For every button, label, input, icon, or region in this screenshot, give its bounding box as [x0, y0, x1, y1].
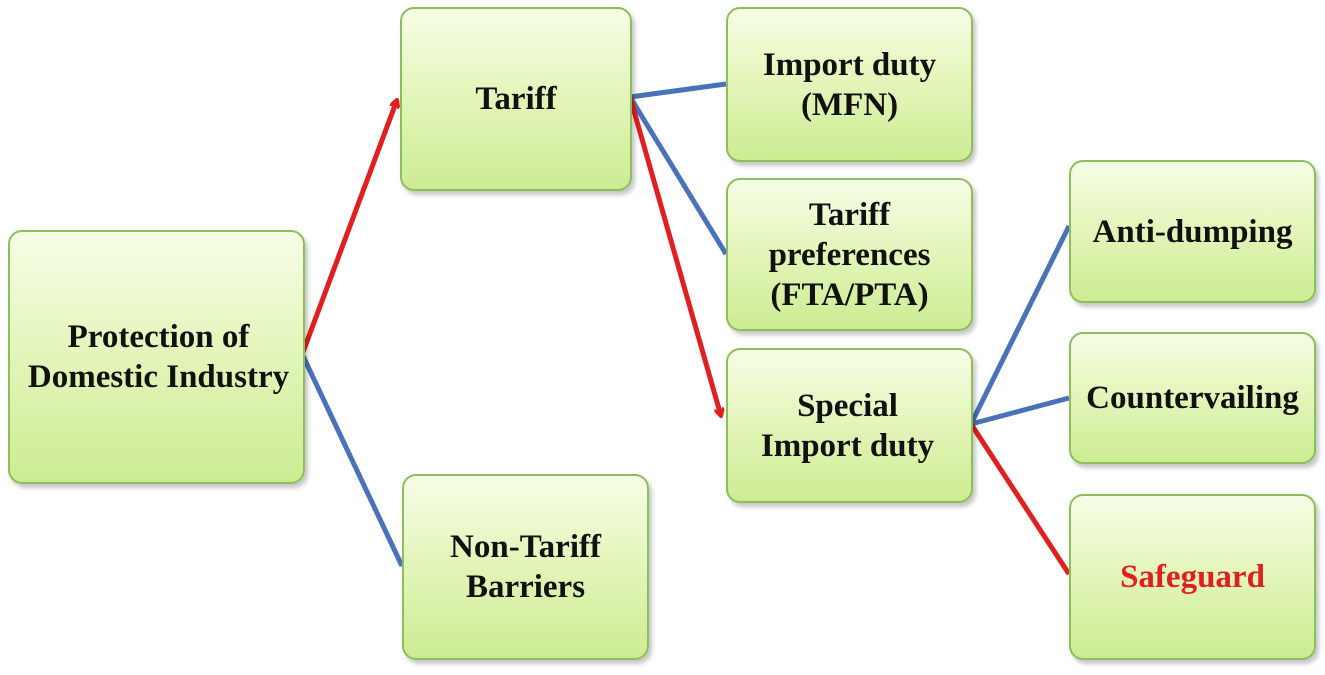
node-safeguard: Safeguard: [1069, 494, 1316, 660]
connector-root-to-tariff: [300, 100, 397, 353]
node-anti-dumping: Anti-dumping: [1069, 160, 1316, 303]
node-import-duty-mfn: Import duty (MFN): [726, 7, 973, 162]
node-label: Import duty (MFN): [762, 46, 937, 123]
node-tariff: Tariff: [400, 7, 632, 191]
node-label: Non-Tariff Barriers: [450, 529, 601, 605]
connector-tariff-to-special-duty: [627, 96, 721, 416]
connector-special-to-anti-dumping: [968, 224, 1072, 426]
node-label: Tariff: [475, 81, 557, 117]
connector-special-to-countervailing: [970, 395, 1070, 427]
node-label: Protection of Domestic Industry: [27, 319, 290, 395]
node-label: Tariff preferences (FTA/PTA): [768, 196, 931, 313]
node-tariff-preferences: Tariff preferences (FTA/PTA): [726, 178, 973, 331]
node-non-tariff-barriers: Non-Tariff Barriers: [402, 474, 649, 660]
node-label: Countervailing: [1086, 380, 1299, 416]
node-countervailing: Countervailing: [1069, 332, 1316, 464]
connector-root-to-non-tariff: [300, 354, 405, 568]
connector-tariff-to-import-duty: [629, 81, 727, 100]
connector-tariff-to-preferences: [627, 95, 729, 256]
node-special-import-duty: Special Import duty: [726, 348, 973, 503]
node-label: Special Import duty: [760, 387, 935, 464]
node-protection-of-domestic-industry: Protection of Domestic Industry: [8, 230, 305, 484]
node-label-highlighted: Safeguard: [1120, 559, 1265, 595]
node-label: Anti-dumping: [1092, 213, 1293, 250]
connector-special-to-safeguard: [968, 422, 1072, 576]
